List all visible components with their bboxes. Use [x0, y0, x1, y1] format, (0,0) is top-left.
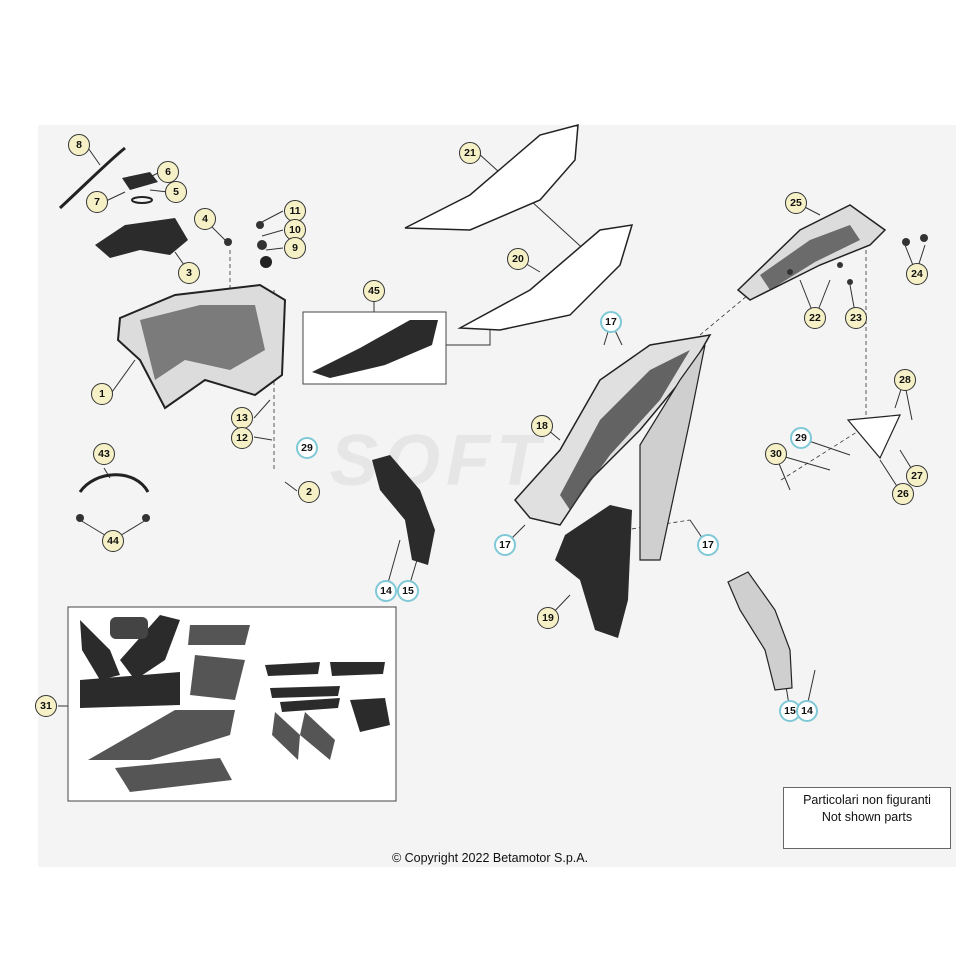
part-hose-43 — [78, 473, 150, 493]
callout-43: 43 — [93, 443, 115, 465]
part-seat-21 — [404, 124, 579, 231]
callout-45: 45 — [363, 280, 385, 302]
callout-4: 4 — [194, 208, 216, 230]
callout-15: 15 — [397, 580, 419, 602]
callout-7: 7 — [86, 191, 108, 213]
callout-8: 8 — [68, 134, 90, 156]
callout-3: 3 — [178, 262, 200, 284]
callout-1: 1 — [91, 383, 113, 405]
callout-31: 31 — [35, 695, 57, 717]
part-airbox-cover — [555, 505, 632, 638]
part-plate-holder — [846, 414, 901, 460]
callout-30: 30 — [765, 443, 787, 465]
callout-21: 21 — [459, 142, 481, 164]
not-shown-parts-box: Particolari non figuranti Not shown part… — [783, 787, 951, 849]
part-fuel-cap — [122, 172, 158, 190]
callout-29: 29 — [296, 437, 318, 459]
callout-17: 17 — [697, 534, 719, 556]
callout-29: 29 — [790, 427, 812, 449]
callout-5: 5 — [165, 181, 187, 203]
note-line-2: Not shown parts — [821, 810, 913, 824]
callout-17: 17 — [600, 311, 622, 333]
callout-17: 17 — [494, 534, 516, 556]
callout-27: 27 — [906, 465, 928, 487]
callout-6: 6 — [157, 161, 179, 183]
callout-20: 20 — [507, 248, 529, 270]
callout-26: 26 — [892, 483, 914, 505]
callout-28: 28 — [894, 369, 916, 391]
callout-11: 11 — [284, 200, 306, 222]
callout-9: 9 — [284, 237, 306, 259]
callout-23: 23 — [845, 307, 867, 329]
callout-44: 44 — [102, 530, 124, 552]
part-breather-hose — [58, 146, 126, 210]
callout-14: 14 — [375, 580, 397, 602]
decal-shapes — [80, 615, 390, 792]
copyright: © Copyright 2022 Betamotor S.p.A. — [391, 851, 589, 865]
part-cap-gasket — [131, 196, 153, 204]
callout-18: 18 — [531, 415, 553, 437]
part-seat-20 — [457, 224, 634, 331]
watermark: SOFT — [330, 421, 546, 501]
part-frame-guard-right — [727, 571, 793, 691]
note-line-1: Particolari non figuranti — [803, 793, 931, 807]
callout-25: 25 — [785, 192, 807, 214]
callout-19: 19 — [537, 607, 559, 629]
callout-12: 12 — [231, 427, 253, 449]
part-tank-cover — [95, 218, 188, 258]
callout-22: 22 — [804, 307, 826, 329]
callout-24: 24 — [906, 263, 928, 285]
callout-13: 13 — [231, 407, 253, 429]
callout-14: 14 — [796, 700, 818, 722]
callout-2: 2 — [298, 481, 320, 503]
part-frame-guard-left — [372, 455, 435, 565]
